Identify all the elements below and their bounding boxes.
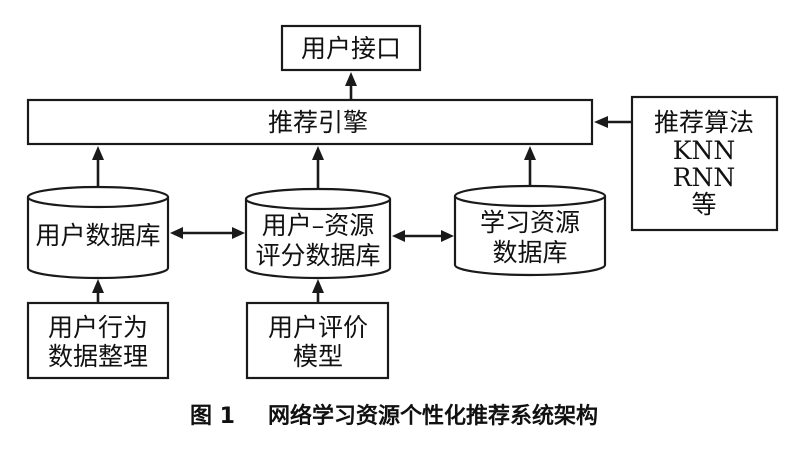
user-interface-label: 用户接口 (301, 34, 401, 63)
arrow-userdb-ratingdb (170, 227, 245, 239)
user-database-label: 用户数据库 (35, 221, 160, 250)
rating-model-line-2: 模型 (293, 342, 343, 371)
arrow-userdb-to-engine (92, 146, 104, 186)
arrow-ratingdb-resourcedb (392, 230, 454, 242)
resource-database-line-2: 数据库 (492, 238, 567, 267)
rating-database-node: 用户–资源 评分数据库 (244, 187, 392, 280)
algorithms-line-2: KNN (673, 136, 735, 165)
behavior-data-line-1: 用户行为 (48, 313, 148, 342)
arrow-resourcedb-to-engine (524, 146, 536, 185)
algorithms-node: 推荐算法 KNN RNN 等 (630, 95, 779, 232)
behavior-data-node: 用户行为 数据整理 (26, 301, 170, 380)
figure-title: 网络学习资源个性化推荐系统架构 (268, 403, 598, 429)
rating-model-line-1: 用户评价 (268, 313, 368, 342)
user-database-node: 用户数据库 (26, 185, 170, 280)
rating-database-line-2: 评分数据库 (255, 241, 380, 270)
recommendation-engine-label: 推荐引擎 (268, 108, 368, 137)
resource-database-node: 学习资源 数据库 (453, 184, 607, 277)
rating-database-line-1: 用户–资源 (262, 211, 375, 240)
figure-number: 图 1 (190, 404, 235, 429)
arrow-engine-to-interface (345, 72, 357, 100)
arrow-behavior-to-userdb (92, 279, 104, 303)
user-interface-node: 用户接口 (280, 24, 422, 72)
resource-database-line-1: 学习资源 (480, 208, 580, 237)
arrow-ratingmodel-to-ratingdb (312, 279, 324, 303)
arrow-ratingdb-to-engine (312, 146, 324, 188)
rating-model-node: 用户评价 模型 (245, 301, 390, 380)
algorithms-line-1: 推荐算法 (654, 108, 754, 137)
arrow-algorithms-to-engine (594, 116, 632, 128)
recommendation-engine-node: 推荐引擎 (26, 98, 594, 146)
algorithms-line-4: 等 (691, 190, 716, 219)
figure-caption: 图 1 网络学习资源个性化推荐系统架构 (190, 403, 598, 429)
algorithms-line-3: RNN (673, 163, 736, 192)
behavior-data-line-2: 数据整理 (48, 342, 148, 371)
